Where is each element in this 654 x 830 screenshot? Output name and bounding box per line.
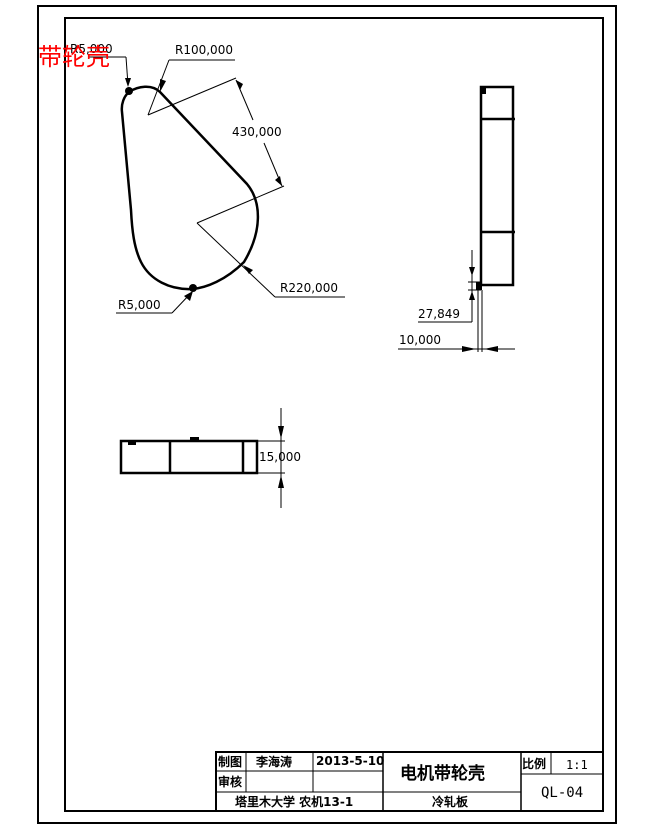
part-name: 电机带轮壳	[400, 763, 485, 784]
outer-frame	[37, 5, 617, 824]
dim-center-distance: 430,000	[232, 125, 282, 139]
side-view: 27,849 10,000	[398, 85, 515, 352]
bottom-fillet-dot	[189, 284, 197, 292]
dim-top-radius: R100,000	[175, 43, 233, 57]
drawing-number: QL-04	[541, 785, 583, 801]
reviewed-by-label: 审核	[218, 774, 242, 789]
drawn-date: 2013-5-10	[316, 754, 384, 768]
dim-top-fillet: R5,000	[70, 42, 113, 56]
inner-frame	[64, 17, 604, 812]
dim-flange-offset: 27,849	[418, 307, 460, 321]
side-view-outline	[479, 85, 515, 287]
dim-thickness: 15,000	[259, 450, 301, 464]
drawn-by-label: 制图	[218, 754, 242, 769]
front-view: R100,000 430,000 R220,000 R5,000 R5,000	[70, 42, 345, 314]
top-fillet-dot	[125, 87, 133, 95]
top-view-outline	[119, 439, 259, 475]
scale-label: 比例	[522, 756, 546, 771]
scale-value: 1:1	[566, 758, 588, 772]
organization: 塔里木大学 农机13-1	[235, 794, 353, 809]
material: 冷轧板	[432, 794, 469, 809]
overlay-title: 带轮壳	[38, 43, 110, 71]
dim-flange-thickness: 10,000	[399, 333, 441, 347]
drawn-by-name: 李海涛	[255, 754, 292, 769]
dim-bottom-radius: R220,000	[280, 281, 338, 295]
front-view-outline	[120, 85, 260, 291]
dim-bottom-fillet: R5,000	[118, 298, 161, 312]
top-view: 15,000	[119, 408, 301, 508]
title-block: 制图 李海涛 2013-5-10 审核 塔里木大学 农机13-1 电机带轮壳 冷…	[215, 751, 604, 812]
